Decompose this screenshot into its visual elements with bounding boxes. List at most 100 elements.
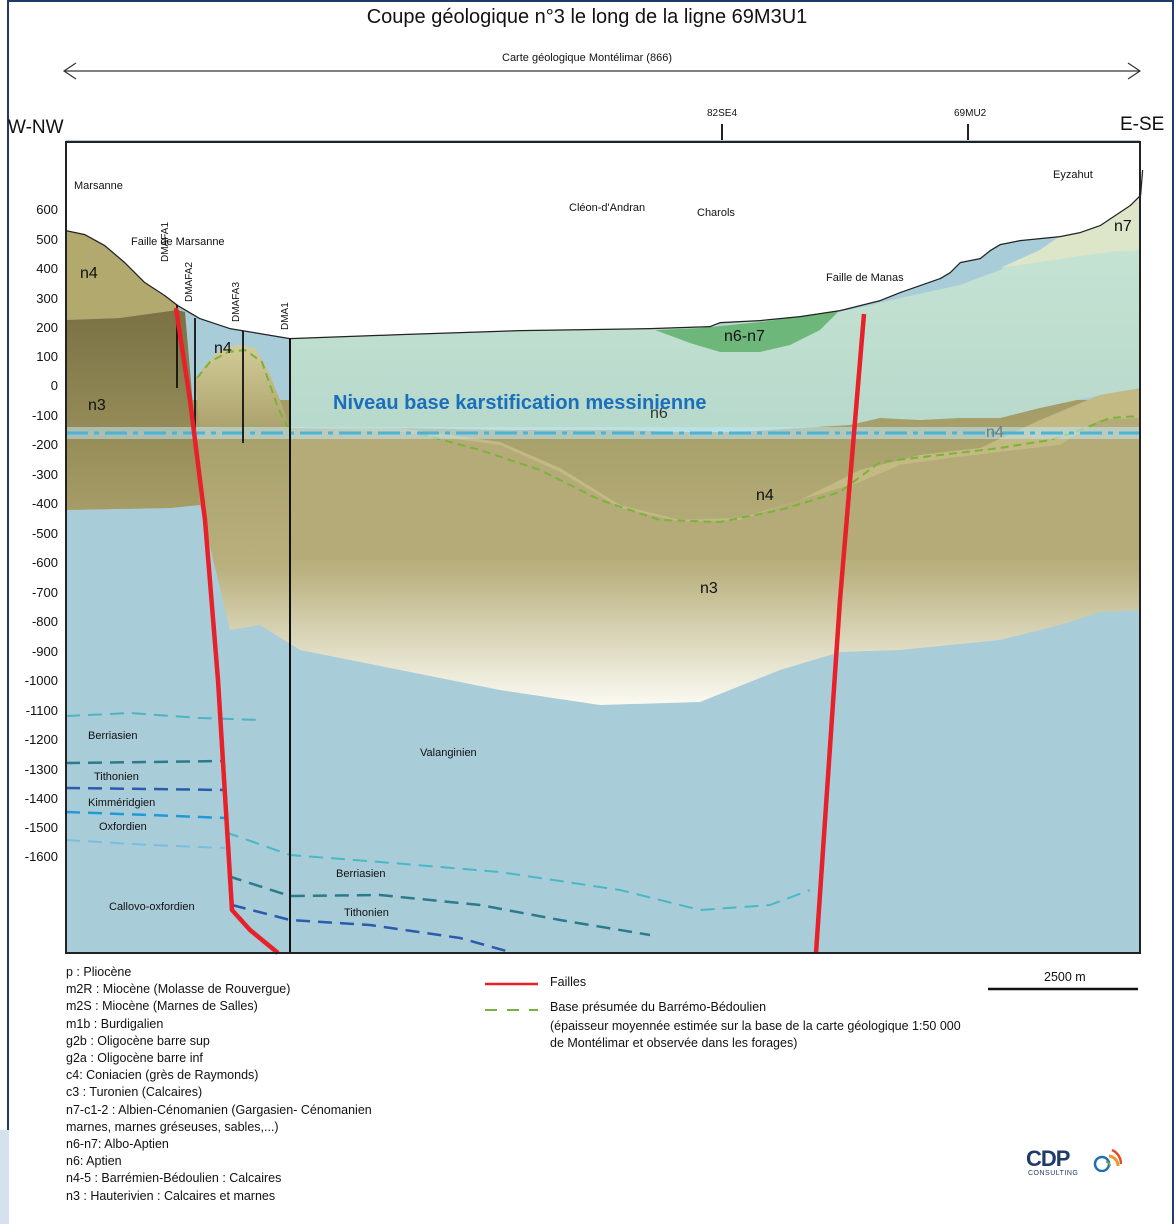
- direction-west: W-NW: [8, 117, 64, 138]
- logo-subtext: CONSULTING: [1028, 1170, 1079, 1177]
- unit-tithonien-east: Tithonien: [344, 907, 389, 919]
- place-marsanne: Marsanne: [74, 180, 123, 192]
- well-dmafa3-label: DMAFA3: [231, 281, 242, 322]
- west-block-n3: [66, 310, 200, 510]
- y-tick: -1100: [25, 703, 58, 718]
- unit-oxfordien: Oxfordien: [99, 821, 147, 833]
- legend-item: c3 : Turonien (Calcaires): [66, 1085, 203, 1100]
- y-tick: -1500: [24, 820, 58, 835]
- y-tick: 200: [36, 320, 58, 335]
- boundary-kimmeridgien-east: [231, 903, 511, 954]
- boundary-callovo-west: [65, 839, 226, 849]
- logo-wave-icon: [1093, 1148, 1122, 1172]
- legend-item: c4: Coniacien (grès de Raymonds): [66, 1068, 259, 1083]
- unit-n4-west: n4: [80, 265, 98, 282]
- legend-failles: Failles: [550, 975, 587, 989]
- cross-section: [65, 140, 1144, 955]
- legend-symbols: [485, 982, 1138, 1011]
- y-tick: -900: [31, 644, 58, 659]
- y-tick: -400: [31, 496, 58, 511]
- y-tick: -200: [31, 437, 58, 452]
- legend-formations: p : Pliocène m2R : Miocène (Molasse de R…: [66, 964, 372, 1205]
- place-eyzahut: Eyzahut: [1053, 169, 1093, 181]
- y-tick: -500: [31, 526, 58, 541]
- y-tick: 100: [36, 349, 58, 364]
- well-69mu2-label: 69MU2: [954, 108, 987, 119]
- legend-item: g2b : Oligocène barre sup: [66, 1033, 210, 1048]
- legend-item: n4-5 : Barrémien-Bédoulien : Calcaires: [66, 1171, 282, 1186]
- well-dmafa2-label: DMAFA2: [184, 261, 195, 302]
- y-tick: 300: [36, 291, 58, 306]
- place-charols: Charols: [697, 207, 735, 219]
- y-tick: -800: [31, 614, 58, 629]
- unit-kimmeridgien: Kimméridgien: [88, 797, 156, 809]
- n4-layer-east: [290, 388, 1140, 522]
- carte-label: Carte géologique Montélimar (866): [502, 52, 672, 64]
- legend-item: n6-n7: Albo-Aptien: [66, 1137, 169, 1152]
- unit-n4-wedge: n4: [214, 340, 232, 357]
- cdp-logo: CDP: [1026, 1146, 1122, 1172]
- legend-note-1: (épaisseur moyennée estimée sur la base …: [550, 1019, 961, 1033]
- legend-item: n6: Aptien: [66, 1154, 122, 1169]
- n4-band-east: [290, 418, 1140, 560]
- y-tick: -300: [31, 467, 58, 482]
- n7-layer: [1000, 195, 1140, 268]
- boundary-berriasien-west: [65, 711, 261, 721]
- fault-marsanne: [173, 307, 280, 955]
- boundary-tithonien-east: [227, 874, 651, 937]
- legend-note-2: de Montélimar et observée dans les forag…: [550, 1036, 798, 1050]
- frame-left-border: [0, 0, 9, 1224]
- y-tick: 400: [36, 261, 58, 276]
- legend-item: marnes, marnes gréseuses, sables,...): [66, 1119, 279, 1134]
- y-tick: -1000: [24, 673, 58, 688]
- boundary-tithonien-west: [65, 759, 226, 765]
- legend-item: m2S : Miocène (Marnes de Salles): [66, 999, 258, 1014]
- unit-berriasien-east: Berriasien: [336, 868, 386, 880]
- fault-marsanne-label: Faille de Marsanne: [131, 236, 225, 248]
- unit-n7: n7: [1114, 218, 1132, 235]
- unit-berriasien-west: Berriasien: [88, 730, 138, 742]
- legend-item: m2R : Miocène (Molasse de Rouvergue): [66, 982, 291, 997]
- unit-callovo: Callovo-oxfordien: [109, 901, 195, 913]
- logo-text: CDP: [1026, 1146, 1070, 1171]
- unit-n4-east: n4: [986, 424, 1004, 441]
- y-tick: 500: [36, 232, 58, 247]
- unit-n6: n6: [650, 405, 668, 422]
- place-cleon: Cléon-d'Andran: [569, 202, 646, 214]
- n6n7-layer: [655, 310, 840, 352]
- legend-item: g2a : Oligocène barre inf: [66, 1051, 203, 1066]
- y-tick: -1400: [24, 791, 58, 806]
- diagram-title: Coupe géologique n°3 le long de la ligne…: [366, 6, 808, 28]
- well-82se4-label: 82SE4: [707, 108, 738, 119]
- y-tick: -600: [31, 555, 58, 570]
- frame-right-border: [1172, 0, 1174, 1224]
- scale-label: 2500 m: [1044, 970, 1086, 984]
- y-tick: -1300: [24, 762, 58, 777]
- section-frame: [65, 141, 1141, 954]
- y-tick: -1600: [24, 849, 58, 864]
- legend-item: m1b : Burdigalien: [66, 1016, 164, 1031]
- y-tick: -700: [31, 585, 58, 600]
- fault-manas: [813, 313, 867, 954]
- y-tick: 0: [50, 378, 58, 393]
- legend-item: p : Pliocène: [66, 965, 132, 979]
- boundary-kimmeridgien-west: [65, 786, 226, 792]
- boundary-berriasien-east: [224, 831, 811, 912]
- y-tick: -100: [31, 408, 58, 423]
- sky-area: [66, 142, 1142, 338]
- well-dmafa1-label: DMAFA1: [160, 221, 171, 262]
- unit-n6n7: n6-n7: [724, 328, 765, 345]
- west-block-n4: [66, 230, 178, 320]
- frame-top-border: [9, 0, 1174, 2]
- well-dma1-label: DMA1: [280, 302, 291, 330]
- legend-base: Base présumée du Barrémo-Bédoulien: [550, 1000, 767, 1014]
- y-tick: -1200: [24, 732, 58, 747]
- legend-item: n3 : Hauterivien : Calcaires et marnes: [66, 1188, 276, 1203]
- slide-corner-block: [0, 1130, 9, 1224]
- boundary-oxfordien-west: [65, 810, 226, 820]
- unit-n3-central: n3: [700, 580, 718, 597]
- direction-east: E-SE: [1120, 114, 1165, 135]
- unit-n3-west: n3: [88, 397, 106, 414]
- carte-arrow: [62, 62, 1142, 143]
- y-tick: 600: [36, 202, 58, 217]
